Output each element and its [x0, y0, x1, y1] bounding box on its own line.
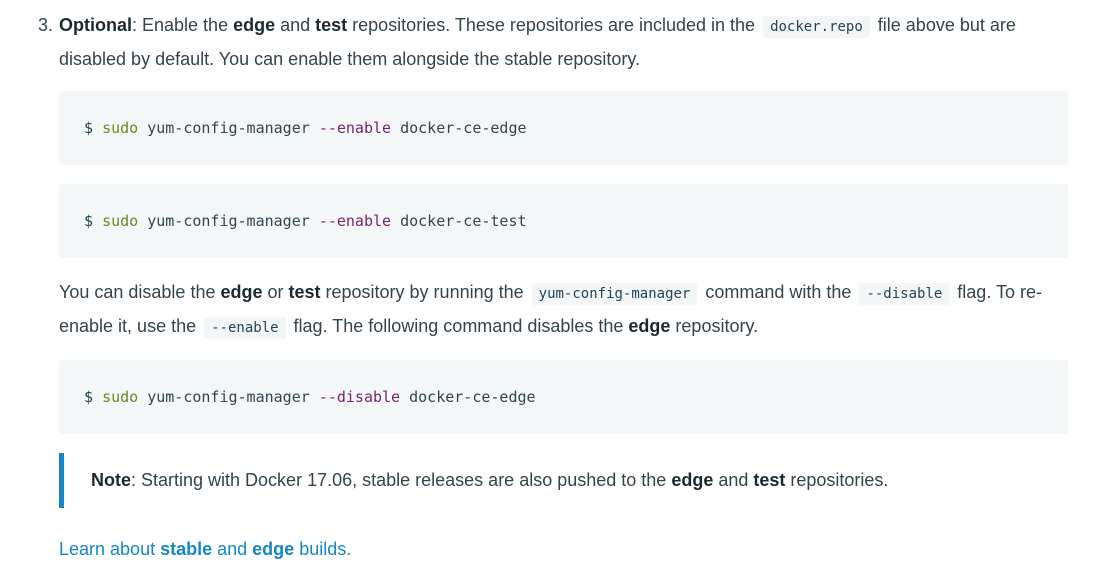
builds-link[interactable]: builds.	[294, 539, 352, 559]
para-text-4: command with the	[700, 282, 857, 302]
test-term: test	[288, 282, 321, 302]
inline-code-docker-repo: docker.repo	[763, 16, 870, 38]
para-text-7: repository.	[670, 316, 759, 336]
note-callout: Note: Starting with Docker 17.06, stable…	[59, 453, 1069, 508]
step-text-4: file above but are disabled by default. …	[59, 15, 1016, 69]
code-prompt: $	[84, 212, 94, 230]
code-prompt: $	[84, 119, 94, 137]
step-text: Optional: Enable the edge and test repos…	[59, 9, 1058, 75]
code-command: yum-config-manager	[147, 388, 310, 406]
edge-term: edge	[628, 316, 671, 336]
step-number: 3.	[38, 15, 54, 35]
learn-about-line: Learn about stable and edge builds.	[59, 533, 351, 565]
note-text-1: : Starting with Docker 17.06, stable rel…	[131, 470, 672, 490]
code-sudo: sudo	[102, 388, 139, 406]
learn-about-link[interactable]: Learn about	[59, 539, 161, 559]
code-sudo: sudo	[102, 119, 139, 137]
code-block-disable-edge[interactable]: $ sudo yum-config-manager --disable dock…	[59, 360, 1068, 434]
inline-code-enable: --enable	[204, 317, 286, 339]
test-term: test	[315, 15, 348, 35]
edge-link[interactable]: edge	[252, 539, 295, 559]
para-text-1: You can disable the	[59, 282, 221, 302]
step-text-2: and	[275, 15, 316, 35]
code-arg: docker-ce-edge	[409, 388, 536, 406]
code-command: yum-config-manager	[147, 119, 310, 137]
step-3: 3. Optional: Enable the edge and test re…	[38, 9, 1058, 75]
step-text-3: repositories. These repositories are inc…	[347, 15, 761, 35]
disable-paragraph: You can disable the edge or test reposit…	[59, 276, 1069, 344]
note-label: Note	[91, 470, 131, 490]
edge-term: edge	[671, 470, 714, 490]
edge-term: edge	[233, 15, 276, 35]
test-term: test	[753, 470, 786, 490]
inline-code-disable: --disable	[859, 283, 950, 305]
para-text-5: flag. To re-enable it, use the	[59, 282, 1043, 336]
code-flag: --disable	[318, 388, 401, 406]
para-text-6: flag. The following command disables the	[288, 316, 629, 336]
note-text-3: repositories.	[785, 470, 889, 490]
code-flag: --enable	[318, 119, 392, 137]
optional-label: Optional	[59, 15, 132, 35]
para-text-2: or	[262, 282, 289, 302]
stable-link[interactable]: stable	[160, 539, 213, 559]
code-command: yum-config-manager	[147, 212, 310, 230]
code-sudo: sudo	[102, 212, 139, 230]
learn-and-link[interactable]: and	[212, 539, 253, 559]
edge-term: edge	[220, 282, 263, 302]
code-block-enable-test[interactable]: $ sudo yum-config-manager --enable docke…	[59, 184, 1068, 258]
inline-code-yum-config-manager: yum-config-manager	[531, 283, 698, 305]
para-text-3: repository by running the	[320, 282, 529, 302]
code-prompt: $	[84, 388, 94, 406]
code-arg: docker-ce-edge	[400, 119, 527, 137]
code-arg: docker-ce-test	[400, 212, 527, 230]
code-flag: --enable	[318, 212, 392, 230]
note-text-2: and	[713, 470, 754, 490]
step-text-1: : Enable the	[132, 15, 234, 35]
code-block-enable-edge[interactable]: $ sudo yum-config-manager --enable docke…	[59, 91, 1068, 165]
